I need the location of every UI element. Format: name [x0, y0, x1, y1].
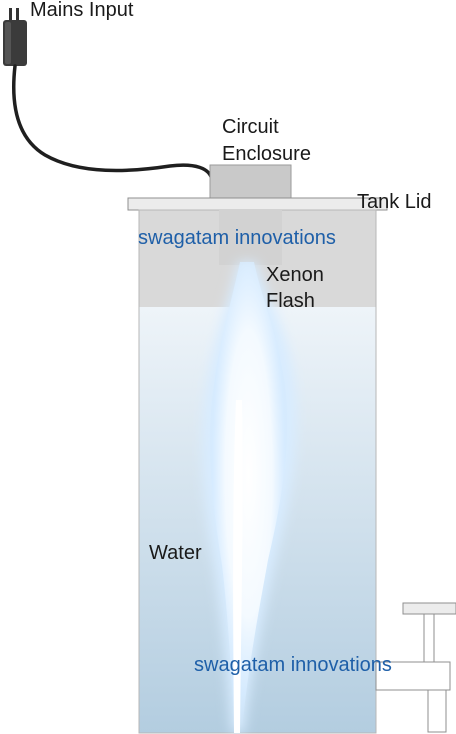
drain-tap: [375, 602, 456, 733]
flash-mount: [219, 210, 282, 265]
circuit-enclosure-label-line1: Circuit: [222, 116, 279, 138]
tank-lid-label: Tank Lid: [357, 191, 432, 213]
xenon-flash-label-line1: Xenon: [266, 264, 324, 286]
xenon-flash: [202, 262, 297, 733]
mains-plug: [3, 8, 27, 66]
mains-input-label: Mains Input: [30, 0, 134, 21]
tank-lid: [127, 197, 388, 211]
watermark-top: swagatam innovations: [138, 227, 336, 249]
xenon-flash-label-line2: Flash: [266, 290, 315, 312]
circuit-enclosure-label-line2: Enclosure: [222, 143, 311, 165]
circuit-enclosure: [209, 164, 292, 200]
watermark-bottom: swagatam innovations: [194, 654, 392, 676]
power-cord: [12, 64, 214, 182]
water-label: Water: [149, 542, 202, 564]
